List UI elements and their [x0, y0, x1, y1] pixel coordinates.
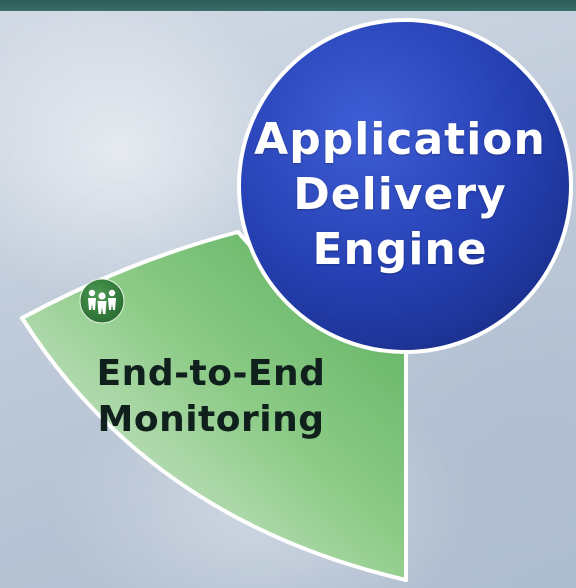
monitoring-label-line-1: End-to-End — [96, 353, 326, 394]
monitoring-label-line-2: Monitoring — [97, 399, 325, 440]
monitoring-label: End-to-End Monitoring — [66, 351, 356, 443]
engine-circle — [237, 18, 573, 354]
engine-label-line-2: Delivery — [293, 169, 507, 220]
top-band — [0, 0, 576, 11]
engine-label-line-3: Engine — [312, 224, 488, 275]
people-icon — [79, 278, 125, 324]
engine-label-line-1: Application — [254, 114, 546, 165]
engine-label: Application Delivery Engine — [228, 112, 572, 277]
